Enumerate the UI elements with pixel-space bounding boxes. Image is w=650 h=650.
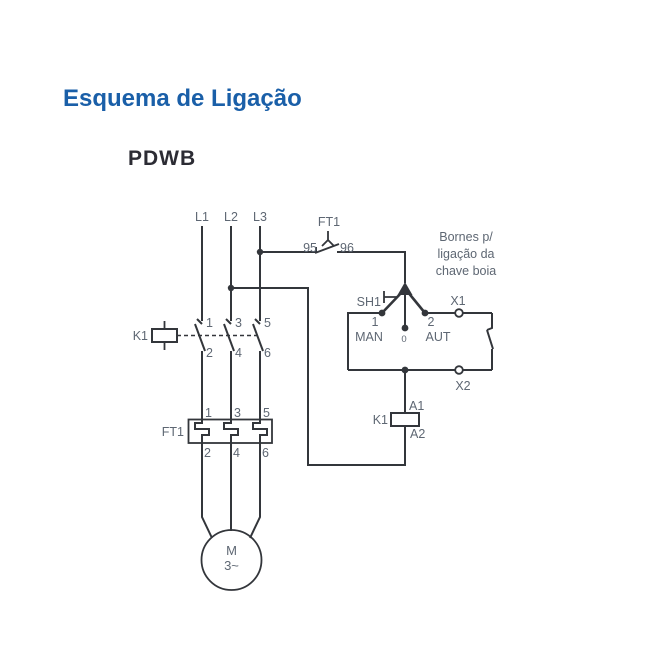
terminal-x1 — [454, 308, 464, 318]
power-circuit: L1 L2 L3 1 — [133, 210, 273, 591]
phase-line-l3 — [249, 226, 268, 539]
ft1-nc-contact: FT1 95 96 — [256, 215, 406, 283]
float-switch-contact — [486, 313, 494, 370]
x1-label: X1 — [450, 294, 465, 308]
selector-pos2-name: AUT — [426, 330, 451, 344]
overload-terminal: 6 — [262, 446, 269, 460]
overload-terminal: 5 — [263, 406, 270, 420]
k1-coil: K1 A1 A2 — [373, 370, 425, 441]
k1-contact-terminal: 2 — [206, 346, 213, 360]
k1-contact-terminal: 6 — [264, 346, 271, 360]
phase-label-l2: L2 — [224, 210, 238, 224]
ft1-contact-label: FT1 — [318, 215, 340, 229]
overload-terminal: 1 — [205, 406, 212, 420]
k1-coil-label: K1 — [373, 413, 388, 427]
motor-label: M — [226, 543, 237, 558]
model-name: PDWB — [128, 147, 196, 170]
coil-terminal-a2: A2 — [410, 427, 425, 441]
float-switch-note: Bornes p/ ligação da chave boia — [436, 230, 497, 278]
k1-actuator-symbol: K1 — [133, 321, 258, 350]
coil-terminal-a1: A1 — [409, 399, 424, 413]
note-line-1: Bornes p/ — [439, 230, 493, 244]
x2-label: X2 — [455, 379, 470, 393]
selector-pos1: 1 — [372, 315, 379, 329]
phase-label-l1: L1 — [195, 210, 209, 224]
phase-line-l2 — [223, 226, 239, 531]
selector-pos2: 2 — [428, 315, 435, 329]
ft1-overload-relay: FT1 1 3 5 2 4 6 — [162, 406, 273, 460]
motor-symbol: M 3~ — [200, 529, 263, 591]
ft1-overload-label: FT1 — [162, 425, 184, 439]
phase-label-l3: L3 — [253, 210, 267, 224]
phase-line-l1 — [194, 226, 213, 539]
ft1-terminal-95: 95 — [303, 241, 317, 255]
k1-label: K1 — [133, 329, 148, 343]
return-wire — [227, 284, 406, 466]
terminal-x2 — [454, 365, 464, 375]
overload-terminal: 2 — [204, 446, 211, 460]
selector-pos0: 0 — [401, 334, 406, 345]
ft1-terminal-96: 96 — [340, 241, 354, 255]
page-title: Esquema de Ligação — [63, 85, 302, 112]
motor-type: 3~ — [224, 558, 239, 573]
selector-loop: X1 X2 — [347, 294, 494, 393]
k1-contact-terminal: 1 — [206, 316, 213, 330]
sh1-handle-link — [383, 291, 397, 303]
sh1-selector-switch: SH1 1 MAN 0 2 AUT — [355, 282, 451, 345]
sh1-label: SH1 — [357, 295, 381, 309]
k1-contact-terminal: 4 — [235, 346, 242, 360]
k1-contact-terminal: 3 — [235, 316, 242, 330]
overload-terminal: 3 — [234, 406, 241, 420]
selector-pos1-name: MAN — [355, 330, 383, 344]
man-branch-wire — [347, 312, 382, 370]
control-circuit: FT1 95 96 Bornes p/ ligação da chave boi… — [227, 215, 497, 466]
overload-terminal: 4 — [233, 446, 240, 460]
k1-contact-terminal: 5 — [264, 316, 271, 330]
note-line-3: chave boia — [436, 264, 497, 278]
note-line-2: ligação da — [438, 247, 495, 261]
